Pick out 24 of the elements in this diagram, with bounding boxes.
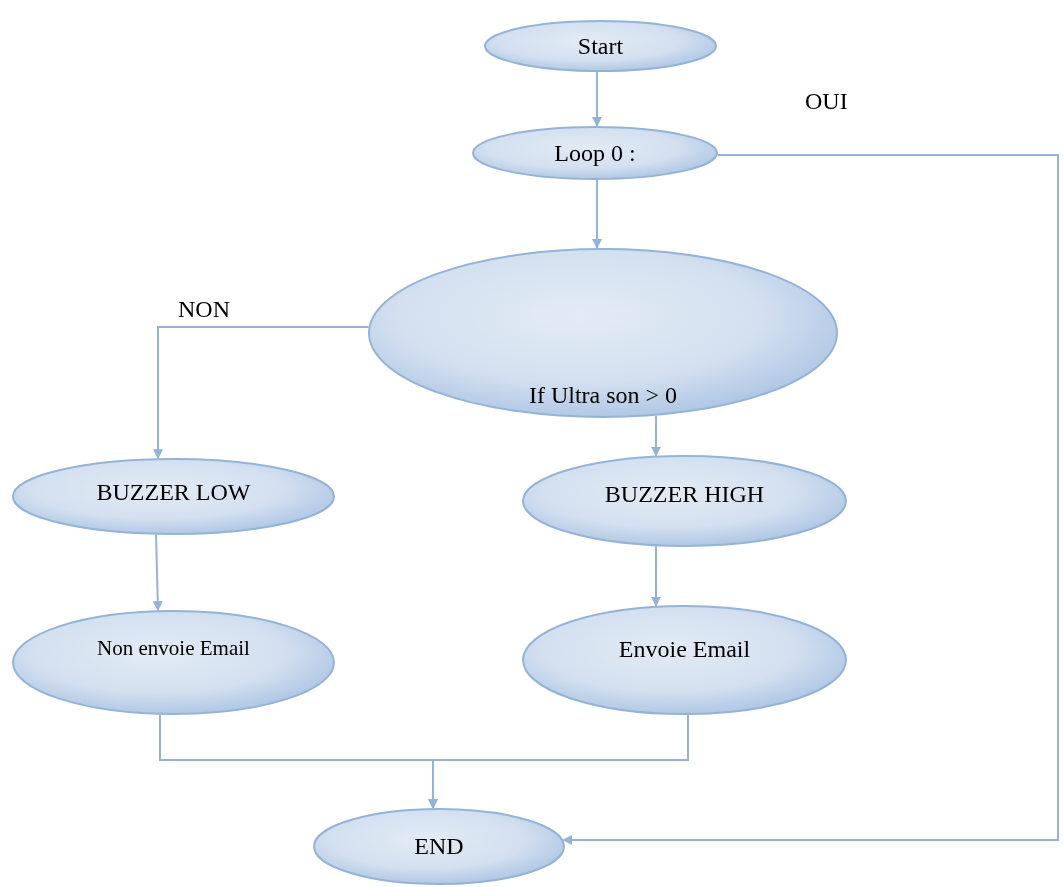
node-label: Envoie Email [618,635,751,663]
connector-arrow [651,545,661,607]
node-label: Start [577,32,624,60]
connector-arrow [592,71,602,127]
process-ellipse [472,126,718,180]
process-ellipse [368,248,838,418]
connector-arrow [562,154,1059,845]
node-label: BUZZER HIGH [604,480,765,508]
process-ellipse [12,458,335,535]
connector-arrow [152,533,163,612]
node-label: Non envoie Email [97,636,250,661]
process-ellipse [484,20,717,72]
node-label: END [414,833,464,860]
process-ellipse [313,808,565,885]
connector-arrow [153,326,370,460]
node-label: Loop 0 : [554,139,636,167]
process-ellipse [522,605,847,715]
connector-arrow [592,179,602,249]
process-ellipse [12,610,335,715]
node-label: If Ultra son > 0 [528,381,678,409]
process-ellipse [522,455,847,547]
connector-arrow [428,714,689,809]
connector-arrow [651,414,661,457]
node-label: BUZZER LOW [96,479,251,506]
